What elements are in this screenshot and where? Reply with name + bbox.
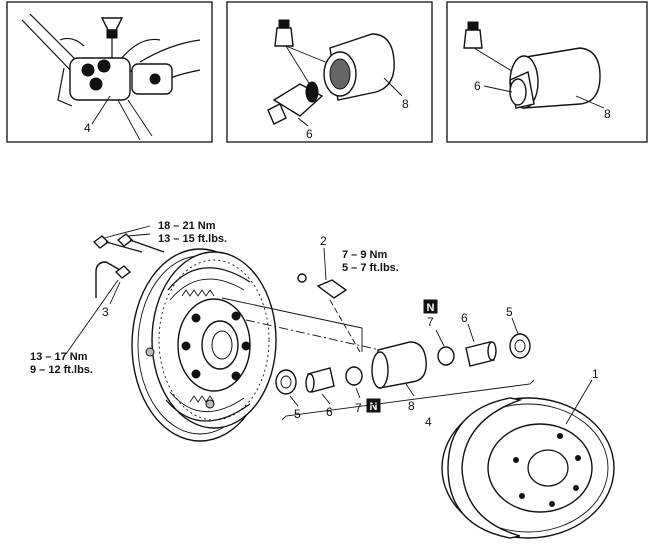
callout-1-drum: 1	[592, 367, 599, 381]
callout-7-right: 7	[427, 315, 434, 329]
new-part-badge-right	[423, 299, 438, 314]
callout-6-panel2: 6	[306, 127, 313, 141]
torque-backing-plate-ftlbs: 13 – 15 ft.lbs.	[158, 233, 227, 245]
torque-bleeder-ftlbs: 5 – 7 ft.lbs.	[342, 262, 399, 274]
callout-2-bleeder: 2	[320, 234, 327, 248]
bleeder-screw: 2 7 – 9 Nm 5 – 7 ft.lbs.	[297, 234, 399, 299]
new-part-badge-right-text: N	[427, 302, 435, 314]
backing-plate-assembly	[131, 248, 277, 442]
callout-8-panel3: 8	[604, 107, 611, 121]
callout-7-left: 7	[355, 401, 362, 415]
torque-bleeder-nm: 7 – 9 Nm	[342, 249, 387, 261]
brake-drum: 1	[441, 367, 615, 539]
torque-backing-plate-nm: 18 – 21 Nm	[158, 220, 216, 232]
callout-4-panel1: 4	[84, 121, 91, 135]
wheel-cylinder-group-bracket: 4	[281, 379, 535, 429]
panel-piston-installed: 6 8	[446, 1, 648, 143]
grease-tube-icon	[463, 21, 483, 49]
callout-3-brake-line: 3	[102, 305, 109, 319]
backing-plate-bolts: 18 – 21 Nm 13 – 15 ft.lbs.	[92, 220, 227, 253]
right-piston-set: 7 N 6 5	[423, 299, 531, 367]
panel-cylinder-lubrication: 4	[6, 1, 213, 143]
callout-5-left: 5	[294, 407, 301, 421]
callout-6-panel3: 6	[474, 79, 481, 93]
panel-piston-separate: 8 6	[226, 1, 433, 143]
callout-6-left: 6	[326, 405, 333, 419]
brake-line: 3 13 – 17 Nm 9 – 12 ft.lbs.	[30, 261, 132, 376]
callout-8-cylinder: 8	[408, 399, 415, 413]
callout-5-right: 5	[506, 305, 513, 319]
torque-brake-line-ftlbs: 9 – 12 ft.lbs.	[30, 364, 93, 376]
wheel-cylinder-body: 8	[371, 341, 427, 413]
callout-8-panel2: 8	[402, 97, 409, 111]
torque-brake-line-nm: 13 – 17 Nm	[30, 351, 88, 363]
new-part-badge-left-text: N	[370, 401, 378, 413]
callout-6-right: 6	[461, 311, 468, 325]
grease-tube-icon	[274, 19, 294, 47]
left-piston-set: 5 6 7 N	[275, 366, 381, 421]
callout-4-group: 4	[425, 415, 432, 429]
